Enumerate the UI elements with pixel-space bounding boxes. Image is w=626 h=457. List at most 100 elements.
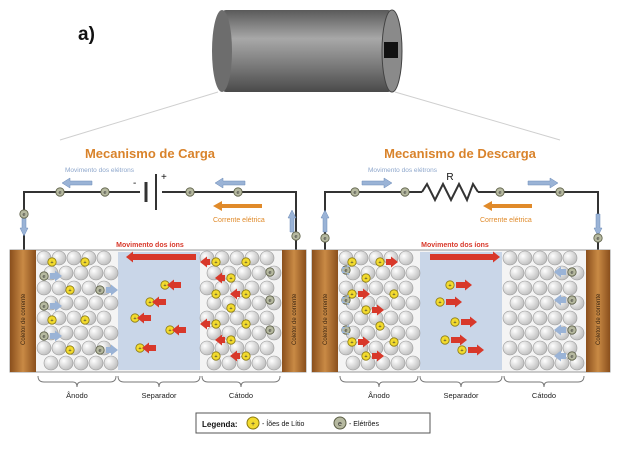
charge-cathode-ion-arrow-8 xyxy=(215,334,225,346)
svg-text:e: e xyxy=(558,190,561,196)
charge-cathode-ion-6: + xyxy=(211,319,221,329)
discharge-cathode-electrode-particle-30 xyxy=(502,340,518,356)
discharge-anode-electrode-particle-19 xyxy=(405,295,421,311)
discharge-cathode-electrode-particle-26 xyxy=(524,325,540,341)
discharge-separator-ion-arrow-4 xyxy=(468,344,484,356)
discharge-wire-electron-4: e xyxy=(555,187,565,197)
discharge-cathode-electrode-particle-5 xyxy=(509,265,525,281)
svg-text:e: e xyxy=(403,190,406,196)
charge-ion-flow-arrow xyxy=(126,251,196,263)
discharge-cathode-electrode-particle-17 xyxy=(539,295,555,311)
svg-text:+: + xyxy=(214,322,217,328)
charge-anode-electron-2: e xyxy=(39,331,49,341)
discharge-cathode-electrode-particle-4 xyxy=(562,250,578,266)
charge-anode-electrode-particle-18 xyxy=(88,295,104,311)
charge-current-arrow xyxy=(213,201,262,211)
discharge-brace-1 xyxy=(419,375,503,388)
charge-anode-electrode-particle-26 xyxy=(58,325,74,341)
discharge-cathode-electrode-particle-6 xyxy=(524,265,540,281)
charge-cathode-electrode-particle-18 xyxy=(251,295,267,311)
discharge-cathode-electrode-particle-7 xyxy=(539,265,555,281)
discharge-anode-ion-0: + xyxy=(347,257,357,267)
discharge-cathode-electrode-particle-25 xyxy=(509,325,525,341)
discharge-cathode-electrode-particle-12 xyxy=(532,280,548,296)
legend: Legenda: + - Íões de Lítio e - Elétrões xyxy=(195,412,431,434)
discharge-cathode-electron-arrow-0 xyxy=(554,266,566,278)
discharge-anode-electron-arrow-2 xyxy=(342,324,350,336)
legend-electron-symbol: e xyxy=(338,421,342,428)
charge-separator xyxy=(118,252,200,370)
svg-text:e: e xyxy=(570,270,573,276)
svg-text:+: + xyxy=(364,354,367,360)
svg-text:+: + xyxy=(244,260,247,266)
svg-text:e: e xyxy=(344,298,347,304)
discharge-wire-electron-2: e xyxy=(400,187,410,197)
charge-anode-electrode-particle-17 xyxy=(73,295,89,311)
discharge-anode-ion-3: + xyxy=(347,289,357,299)
charge-anode-electrode-particle-37 xyxy=(73,355,89,371)
svg-text:+: + xyxy=(229,338,232,344)
discharge-anode-electrode-particle-9 xyxy=(405,265,421,281)
svg-text:+: + xyxy=(83,318,86,324)
discharge-separator-ion-4: + xyxy=(457,345,467,355)
charge-electron-arrow-up xyxy=(287,209,297,233)
discharge-anode-electrode-particle-35 xyxy=(345,355,361,371)
svg-text:e: e xyxy=(323,236,326,242)
charge-cathode-collector-label: Coletor de corrente xyxy=(292,293,298,345)
svg-text:e: e xyxy=(570,354,573,360)
svg-text:e: e xyxy=(570,298,573,304)
charge-anode-electrode-particle-27 xyxy=(73,325,89,341)
discharge-anode-ion-arrow-9 xyxy=(372,350,384,362)
discharge-cathode-electrode-particle-35 xyxy=(509,355,525,371)
charge-brace-0 xyxy=(37,375,117,388)
discharge-cathode-electrode-particle-14 xyxy=(562,280,578,296)
discharge-anode-electrode-particle-7 xyxy=(375,265,391,281)
charge-cathode-ion-2: + xyxy=(226,273,236,283)
charge-anode-electron-arrow-0 xyxy=(50,270,62,282)
svg-text:e: e xyxy=(344,328,347,334)
discharge-anode-ion-2: + xyxy=(361,273,371,283)
charge-anode-ion-1: + xyxy=(80,257,90,267)
charge-current-label: Corrente elétrica xyxy=(213,217,265,224)
charge-anode-electron-arrow-2 xyxy=(50,330,62,342)
charge-electron-arrow-top-right xyxy=(214,177,246,189)
charge-anode-electrode-particle-19 xyxy=(103,295,119,311)
discharge-cathode-electrode-particle-33 xyxy=(547,340,563,356)
discharge-anode-electrode-particle-38 xyxy=(390,355,406,371)
charge-anode-electrode-particle-36 xyxy=(58,355,74,371)
svg-text:+: + xyxy=(364,308,367,314)
charge-electron-arrow-top xyxy=(61,177,93,189)
svg-text:+: + xyxy=(214,260,217,266)
charge-cathode-electrode-particle-28 xyxy=(251,325,267,341)
resistor-label: R xyxy=(446,172,453,183)
discharge-wire-electron-1: e xyxy=(350,187,360,197)
charge-electron-flow-label: Movimento dos elétrons xyxy=(65,167,135,174)
discharge-anode-electrode-particle-39 xyxy=(405,355,421,371)
svg-text:+: + xyxy=(438,300,441,306)
charge-separator-ion-arrow-4 xyxy=(142,342,156,354)
discharge-cathode-electrode-particle-32 xyxy=(532,340,548,356)
charge-anode-electrode-particle-13 xyxy=(81,280,97,296)
svg-text:+: + xyxy=(244,354,247,360)
charge-cathode-electron-2: e xyxy=(265,325,275,335)
svg-text:+: + xyxy=(229,276,232,282)
svg-text:+: + xyxy=(133,316,136,322)
charge-anode-electron-arrow-4 xyxy=(106,344,118,356)
charge-anode-electrode-particle-24 xyxy=(96,310,112,326)
discharge-anode-ion-5: + xyxy=(361,305,371,315)
charge-anode-electrode-particle-29 xyxy=(103,325,119,341)
charge-brace-2 xyxy=(201,375,281,388)
charge-separator-ion-arrow-2 xyxy=(137,312,151,324)
cylinder-battery-icon xyxy=(212,9,403,93)
charge-panel: + - Movimento dos elétrons Corrente elét… xyxy=(9,167,307,373)
charge-anode-electrode-particle-10 xyxy=(36,280,52,296)
svg-text:e: e xyxy=(42,304,45,310)
charge-anode-collector-label: Coletor de corrente xyxy=(21,293,27,345)
charge-cathode-collector xyxy=(282,250,306,372)
charge-cathode-electrode-particle-22 xyxy=(229,310,245,326)
charge-separator-ion-arrow-1 xyxy=(152,296,166,308)
charge-cathode-electrode-particle-4 xyxy=(259,250,275,266)
discharge-anode-collector-label: Coletor de corrente xyxy=(323,293,329,345)
charge-cathode-electrode-particle-39 xyxy=(266,355,282,371)
